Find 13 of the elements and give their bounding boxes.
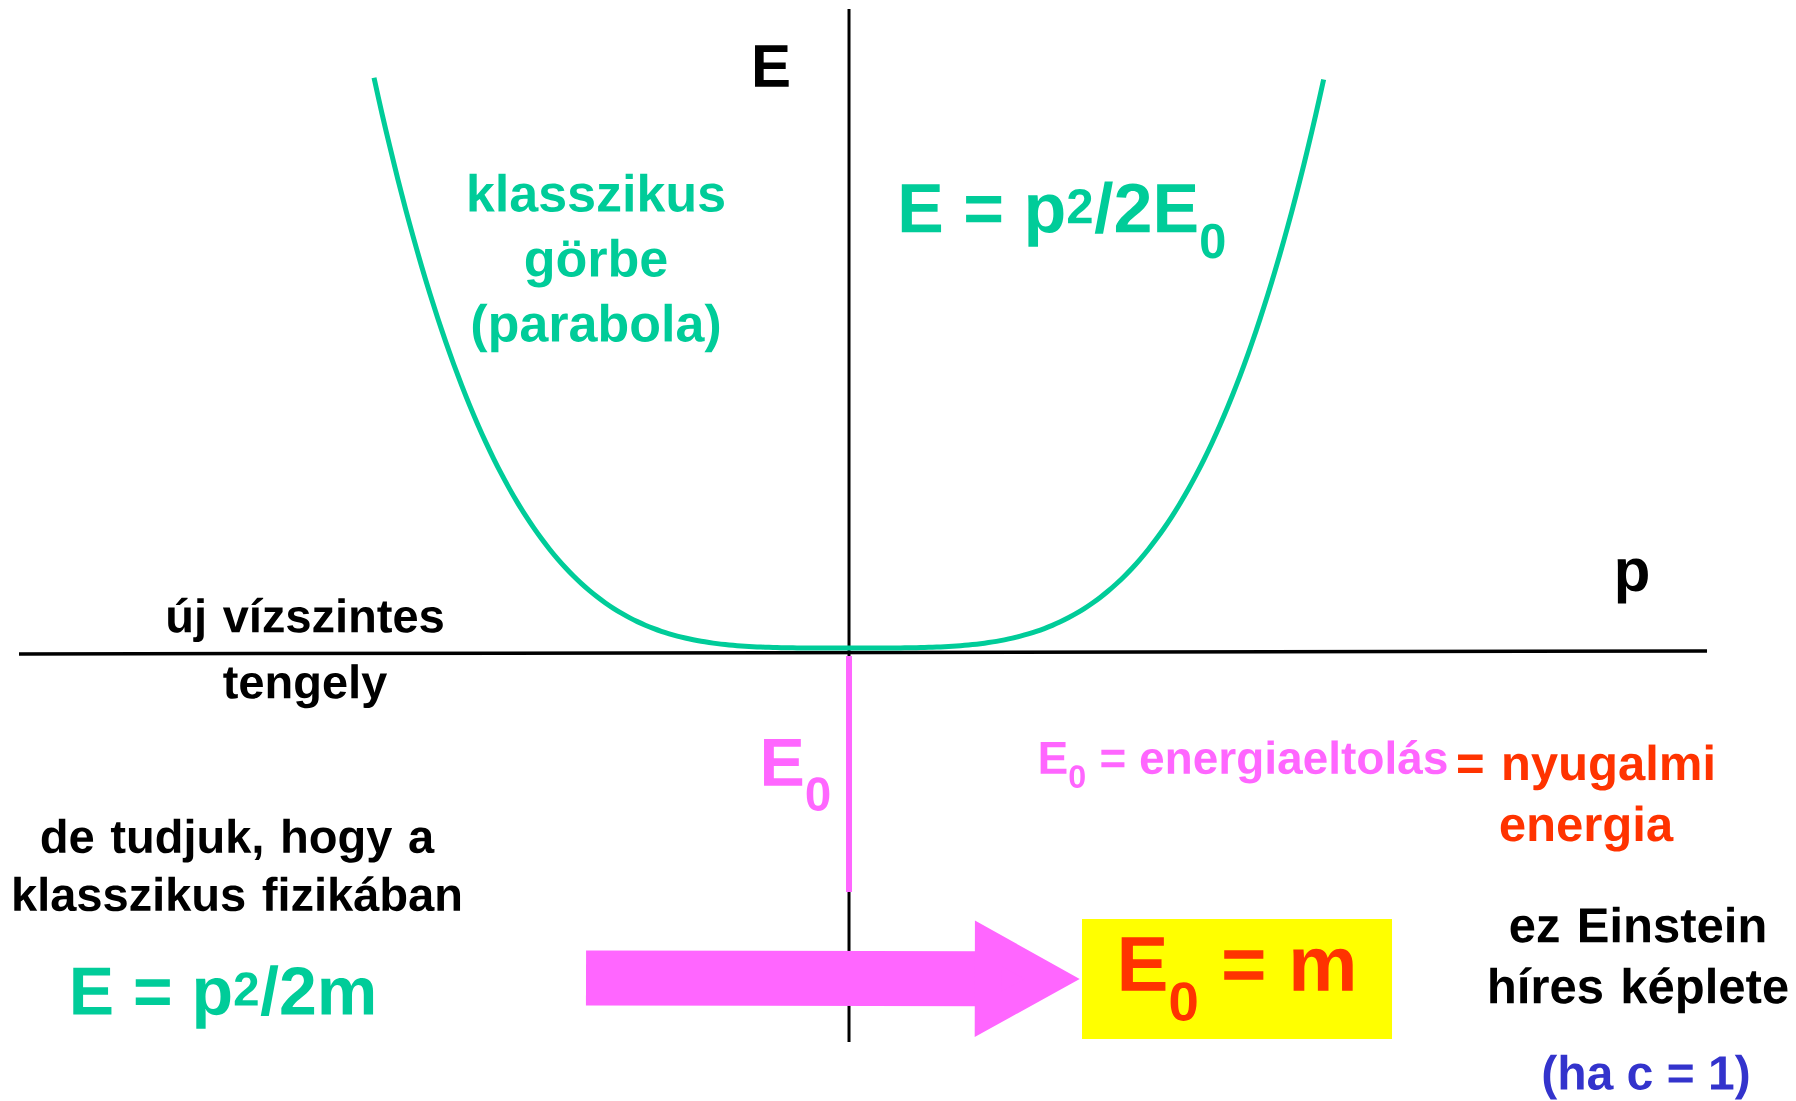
curve-label: klasszikus görbe (parabola) <box>469 173 724 353</box>
axis-label: p <box>1617 558 1648 604</box>
definition-text: = nyugalmi energia <box>1458 744 1713 852</box>
axis-note: új vízszintes tengely <box>168 597 443 709</box>
condition-note: (ha c = 1) <box>1543 1054 1749 1100</box>
note-text: de tudjuk, hogy a klasszikus fizikában <box>14 818 460 912</box>
axis-label: E <box>755 45 789 87</box>
definition-text: E$_{0}$ = energiaeltolás <box>1040 740 1447 788</box>
formula-box: E$_{0}$ = m <box>1082 919 1392 1039</box>
offset-label: E$_{0}$ <box>764 739 830 811</box>
formula: E = p$^{2}$/2E$_{0}$ <box>901 181 1225 259</box>
note-text: ez Einstein híres képlete <box>1490 906 1788 1014</box>
formula: E = p$^{2}$/2m <box>73 965 374 1029</box>
